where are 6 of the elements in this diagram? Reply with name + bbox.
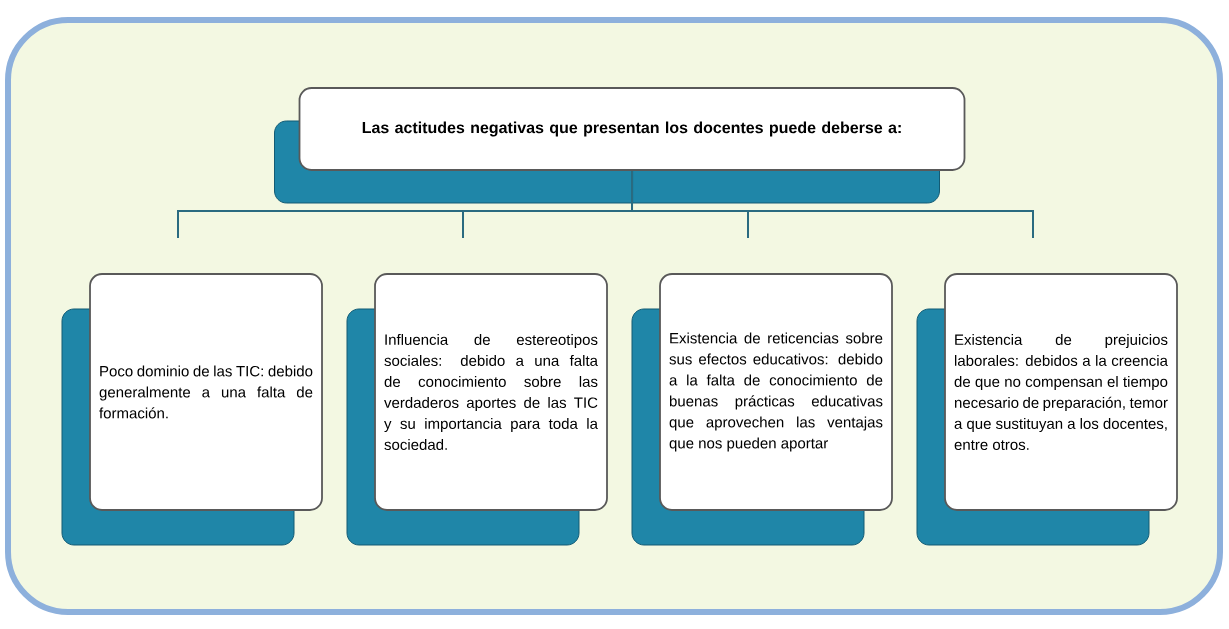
text-box: Existencia de reticencias sobre sus efectos educativos: debido a la falta de conocimiento de buenas prácticas educativas que aprovechen las ventajas que nos pueden aportar: [631, 273, 893, 546]
connector-line: [631, 169, 1034, 240]
text-box: Las actitudes negativas que presentan los docentes puede deberse a:: [274, 87, 966, 204]
text-box: Poco dominio de las TIC: debido generalmente a una falta de formación.: [61, 273, 323, 546]
text-box: Influencia de estereotipos sociales: debido a una falta de conocimiento sobre las verdaderos aportes de las TIC y su importancia para toda la sociedad.: [346, 273, 608, 546]
text-box: Existencia de prejuicios laborales: debidos a la creencia de que no compensan el tiempo necesario de preparación, temor a que sustituyan a los docentes, entre otros.: [916, 273, 1178, 546]
